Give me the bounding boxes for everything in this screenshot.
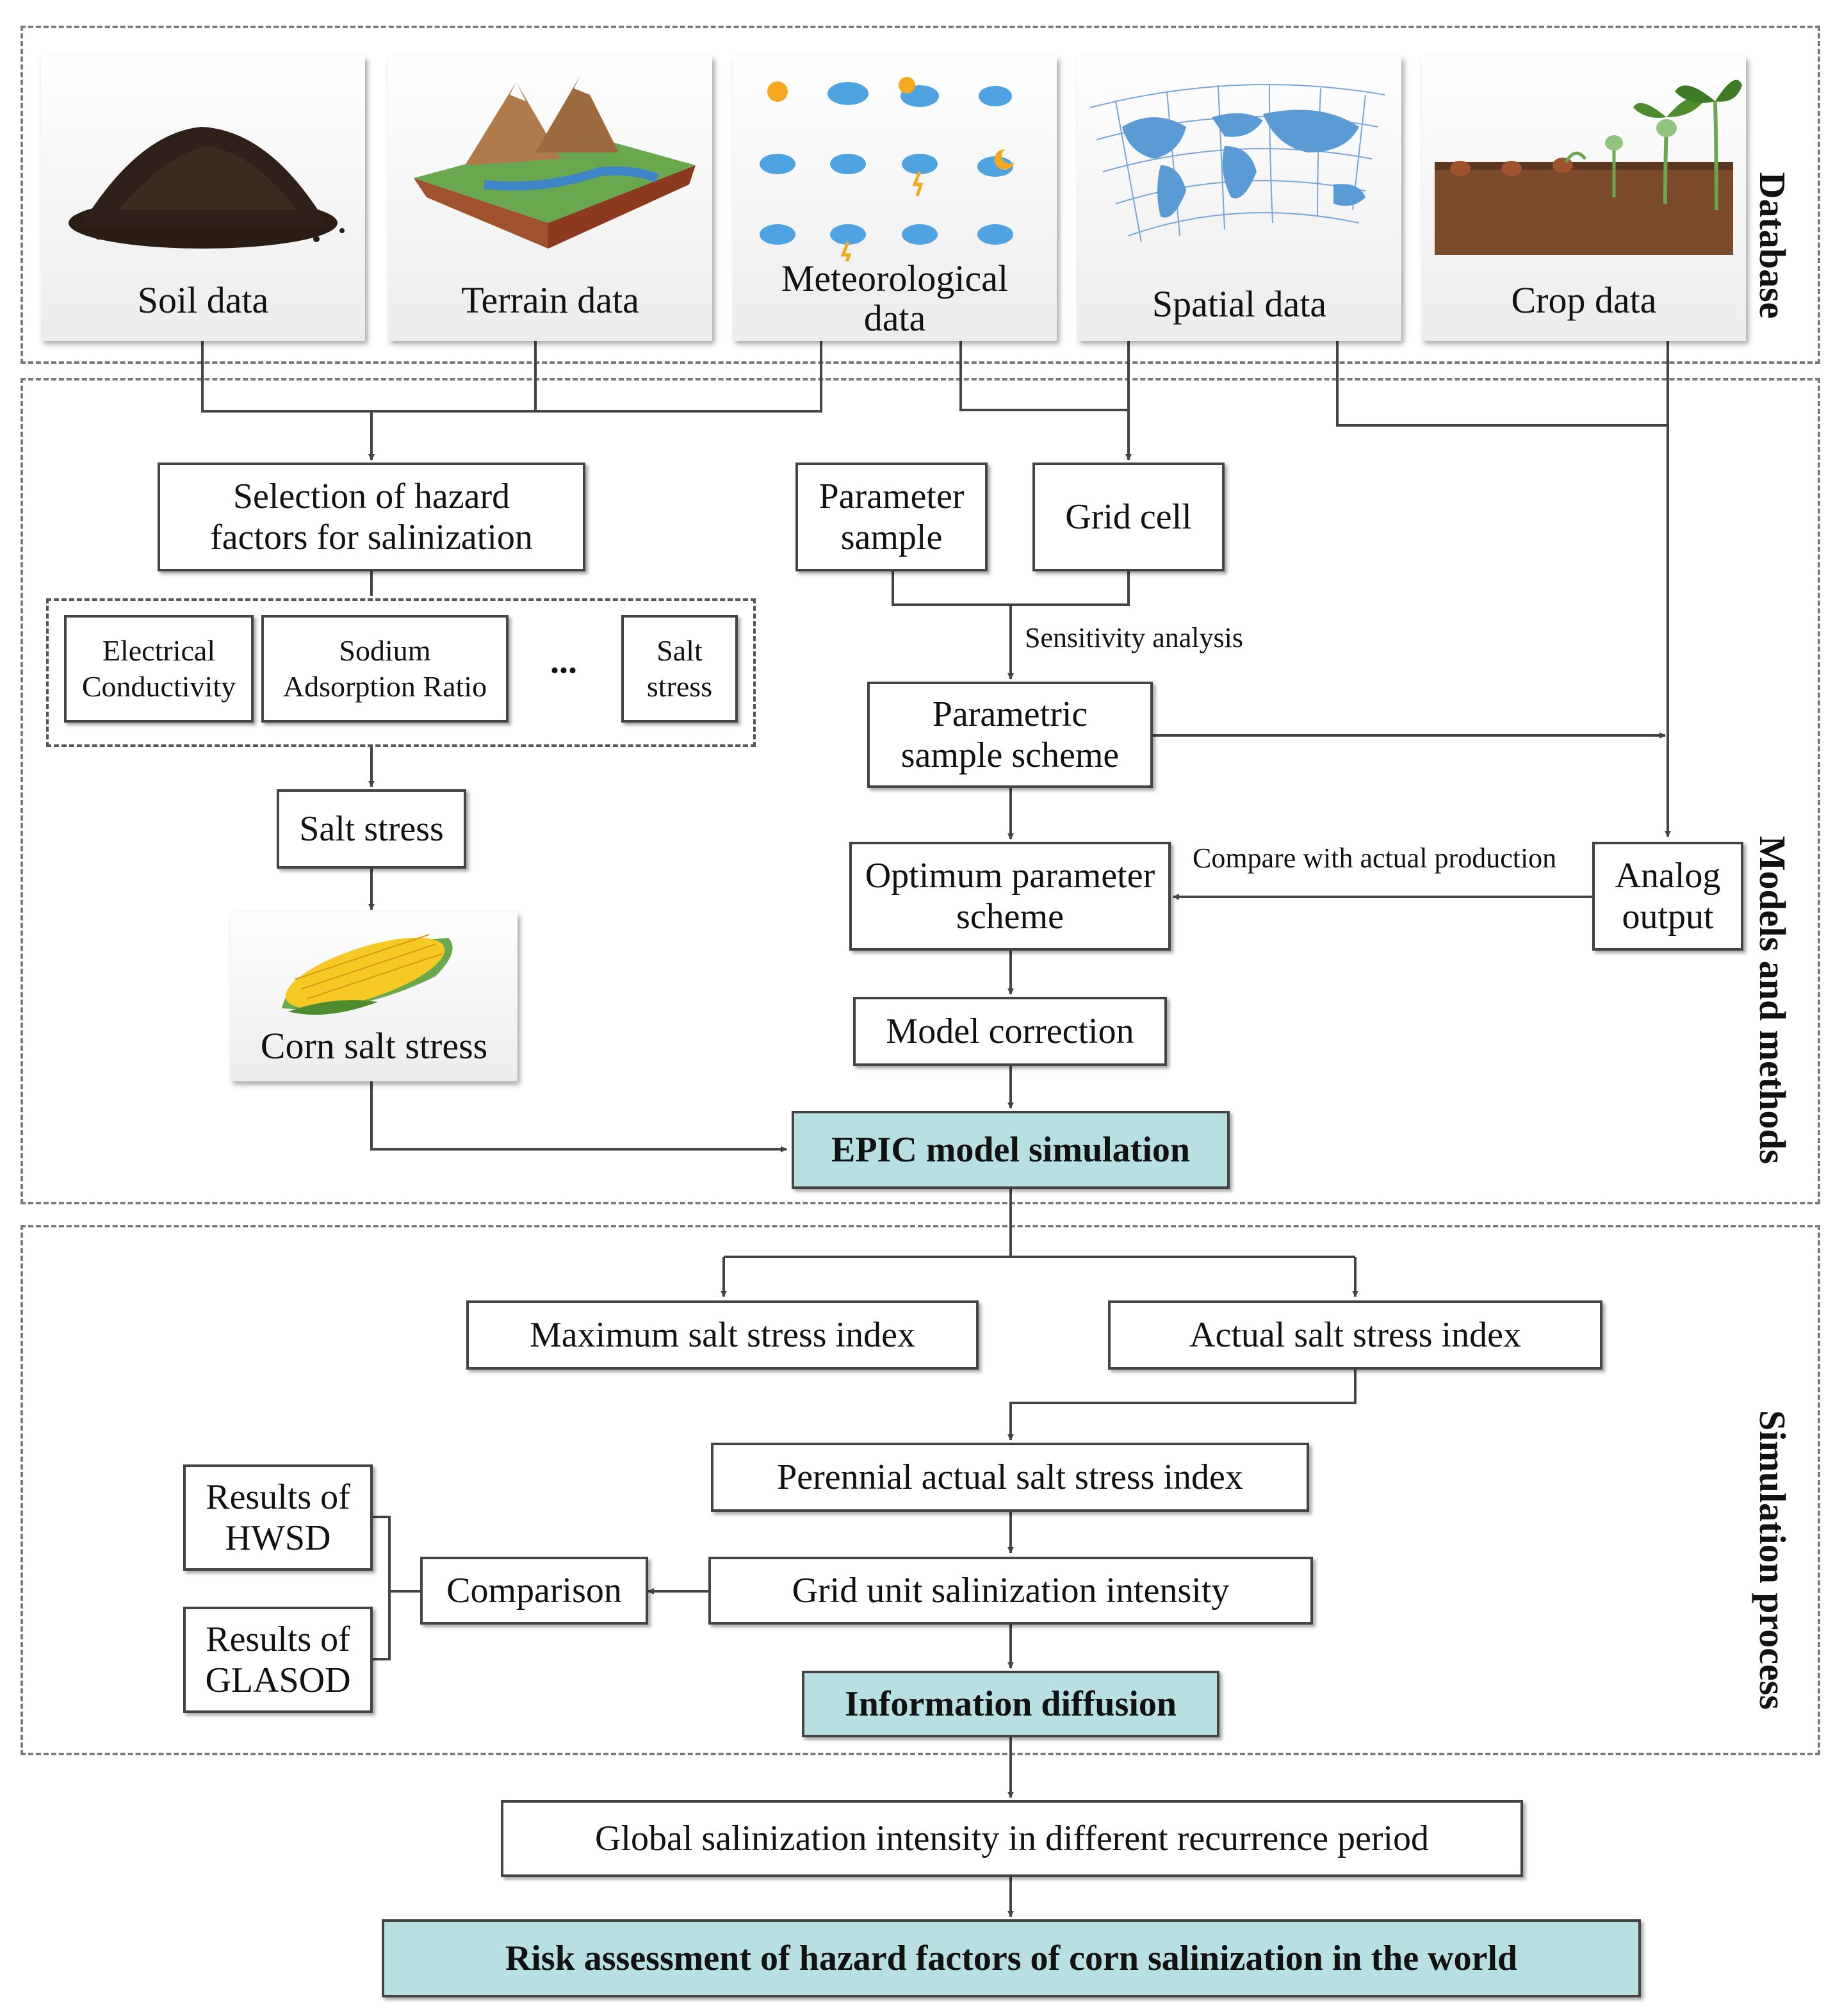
selection-hazard-factors-box: Selection of hazard factors for saliniza…: [158, 463, 585, 571]
spatial-data-label: Spatial data: [1152, 283, 1327, 325]
models-section: [20, 378, 1820, 1204]
terrain-data-card: Terrain data: [388, 56, 712, 341]
results-glasod-box: Results of GLASOD: [183, 1607, 373, 1713]
spatial-data-card: Spatial data: [1077, 56, 1401, 341]
global-salinization-intensity-box: Global salinization intensity in differe…: [501, 1800, 1523, 1877]
terrain-island-icon: [414, 76, 696, 249]
sun-icon: [767, 81, 788, 102]
more-factors-ellipsis: ...: [550, 641, 577, 681]
model-correction-box: Model correction: [853, 997, 1167, 1066]
meteorological-data-card: Meteorological data: [733, 56, 1057, 341]
epic-model-simulation-box: EPIC model simulation: [792, 1111, 1230, 1189]
analog-output-box: Analog output: [1592, 842, 1743, 951]
perennial-actual-salt-stress-index-box: Perennial actual salt stress index: [711, 1443, 1309, 1512]
corn-salt-stress-label: Corn salt stress: [260, 1025, 488, 1067]
electrical-conductivity-box: Electrical Conductivity: [64, 615, 254, 723]
parametric-sample-scheme-box: Parametric sample scheme: [867, 682, 1153, 788]
seedling-growth-icon: [1435, 79, 1742, 255]
terrain-data-label: Terrain data: [461, 279, 639, 321]
hazard-factors-group: [46, 598, 756, 747]
information-diffusion-box: Information diffusion: [802, 1671, 1219, 1737]
actual-salt-stress-index-box: Actual salt stress index: [1108, 1300, 1602, 1370]
world-map-grid-icon: [1089, 84, 1385, 243]
soil-pile-icon: [69, 127, 345, 249]
results-hwsd-box: Results of HWSD: [183, 1464, 373, 1571]
comparison-box: Comparison: [420, 1557, 648, 1625]
risk-assessment-box: Risk assessment of hazard factors of cor…: [382, 1919, 1641, 1997]
grid-unit-salinization-intensity-box: Grid unit salinization intensity: [708, 1557, 1313, 1625]
crop-data-label: Crop data: [1511, 279, 1657, 321]
soil-data-card: Soil data: [41, 56, 365, 341]
sensitivity-analysis-label: Sensitivity analysis: [1025, 622, 1243, 653]
soil-data-label: Soil data: [137, 279, 269, 321]
corn-icon: [282, 934, 453, 1015]
maximum-salt-stress-index-box: Maximum salt stress index: [466, 1300, 979, 1370]
simulation-section: [20, 1225, 1820, 1755]
salt-stress-box: Salt stress: [277, 789, 466, 869]
corn-salt-stress-card: Corn salt stress: [231, 912, 518, 1081]
grid-cell-box: Grid cell: [1032, 463, 1225, 571]
weather-icons-grid: [760, 77, 1015, 261]
optimum-parameter-scheme-box: Optimum parameter scheme: [849, 842, 1171, 951]
compare-with-actual-production-label: Compare with actual production: [1193, 842, 1557, 874]
parameter-sample-box: Parameter sample: [795, 463, 988, 571]
database-section: [20, 26, 1820, 364]
sodium-adsorption-ratio-box: Sodium Adsorption Ratio: [261, 615, 509, 723]
salt-stress-factor-box: Salt stress: [621, 615, 738, 723]
crop-data-card: Crop data: [1422, 56, 1746, 341]
meteorological-data-label: Meteorological data: [781, 258, 1009, 339]
